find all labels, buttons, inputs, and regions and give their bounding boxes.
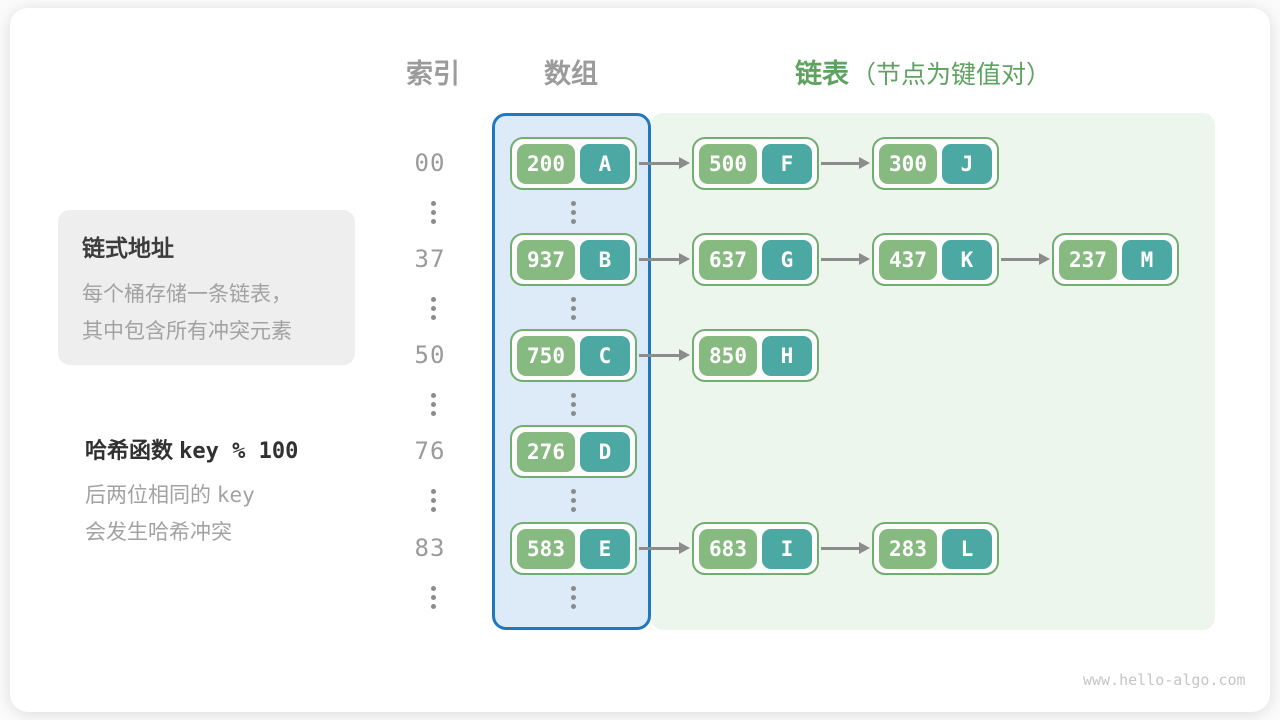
ellipsis-dots-icon (570, 489, 576, 512)
arrow-line (639, 162, 681, 165)
hash-function-title: 哈希函数 key % 100 (85, 433, 298, 465)
ellipsis-dots-icon (430, 297, 436, 320)
bucket-index-label: 50 (414, 341, 446, 369)
arrow-line (639, 354, 681, 357)
next-pointer-arrow (639, 349, 690, 362)
key-cell: 300 (879, 143, 937, 184)
value-cell: M (1122, 239, 1172, 280)
info-box-title: 链式地址 (82, 235, 174, 261)
arrow-head-icon (859, 542, 870, 554)
bucket-index-label: 83 (414, 534, 446, 562)
bucket-index-label: 76 (414, 437, 446, 465)
key-cell: 750 (517, 335, 575, 376)
value-cell: J (942, 143, 992, 184)
arrow-head-icon (679, 349, 690, 361)
ellipsis-dots-icon (430, 201, 436, 224)
key-cell: 437 (879, 239, 937, 280)
linked-list-column-header: 链表（节点为键值对） (795, 52, 1051, 91)
next-pointer-arrow (821, 157, 870, 170)
bucket-index-label: 00 (414, 149, 446, 177)
arrow-head-icon (859, 253, 870, 265)
value-cell: D (580, 431, 630, 472)
key-cell: 200 (517, 143, 575, 184)
index-column-header: 索引 (406, 59, 460, 89)
hash-line1-code: key (216, 483, 255, 507)
ellipsis-dots-icon (570, 297, 576, 320)
arrow-head-icon (679, 157, 690, 169)
ellipsis-dots-icon (430, 489, 436, 512)
arrow-head-icon (679, 253, 690, 265)
ellipsis-dots-icon (570, 393, 576, 416)
value-cell: E (580, 528, 630, 569)
key-cell: 937 (517, 239, 575, 280)
ellipsis-dots-icon (430, 586, 436, 609)
key-cell: 850 (699, 335, 757, 376)
value-cell: G (762, 239, 812, 280)
arrow-line (639, 547, 681, 550)
hash-title-code: key % 100 (179, 439, 299, 464)
value-cell: B (580, 239, 630, 280)
array-column-header: 数组 (544, 59, 598, 89)
arrow-line (821, 162, 861, 165)
next-pointer-arrow (1001, 253, 1050, 266)
value-cell: C (580, 335, 630, 376)
next-pointer-arrow (821, 542, 870, 555)
value-cell: K (942, 239, 992, 280)
hash-line1-cn: 后两位相同的 (85, 484, 211, 507)
key-cell: 276 (517, 431, 575, 472)
value-cell: F (762, 143, 812, 184)
next-pointer-arrow (639, 157, 690, 170)
info-box-line-1: 每个桶存储一条链表， (82, 283, 292, 306)
bucket-index-label: 37 (414, 245, 446, 273)
key-cell: 683 (699, 528, 757, 569)
chaining-info-box: 链式地址 每个桶存储一条链表， 其中包含所有冲突元素 (58, 210, 355, 365)
hash-function-note: 哈希函数 key % 100 后两位相同的 key 会发生哈希冲突 (85, 433, 298, 551)
linked-list-note: （节点为键值对） (851, 61, 1052, 89)
key-cell: 637 (699, 239, 757, 280)
arrow-line (1001, 258, 1041, 261)
arrow-head-icon (859, 157, 870, 169)
next-pointer-arrow (639, 542, 690, 555)
hash-note-line-1: 后两位相同的 key (85, 477, 298, 514)
next-pointer-arrow (821, 253, 870, 266)
hash-note-line-2: 会发生哈希冲突 (85, 521, 232, 544)
ellipsis-dots-icon (430, 393, 436, 416)
watermark: www.hello-algo.com (1083, 671, 1246, 689)
linked-list-label: 链表 (795, 59, 849, 89)
value-cell: A (580, 143, 630, 184)
key-cell: 500 (699, 143, 757, 184)
arrow-line (639, 258, 681, 261)
value-cell: L (942, 528, 992, 569)
arrow-line (821, 547, 861, 550)
next-pointer-arrow (639, 253, 690, 266)
arrow-head-icon (1039, 253, 1050, 265)
ellipsis-dots-icon (570, 586, 576, 609)
arrow-line (821, 258, 861, 261)
key-cell: 283 (879, 528, 937, 569)
arrow-head-icon (679, 542, 690, 554)
info-box-line-2: 其中包含所有冲突元素 (82, 320, 292, 343)
ellipsis-dots-icon (570, 201, 576, 224)
value-cell: H (762, 335, 812, 376)
key-cell: 583 (517, 528, 575, 569)
value-cell: I (762, 528, 812, 569)
hash-title-cn: 哈希函数 (85, 438, 174, 463)
key-cell: 237 (1059, 239, 1117, 280)
